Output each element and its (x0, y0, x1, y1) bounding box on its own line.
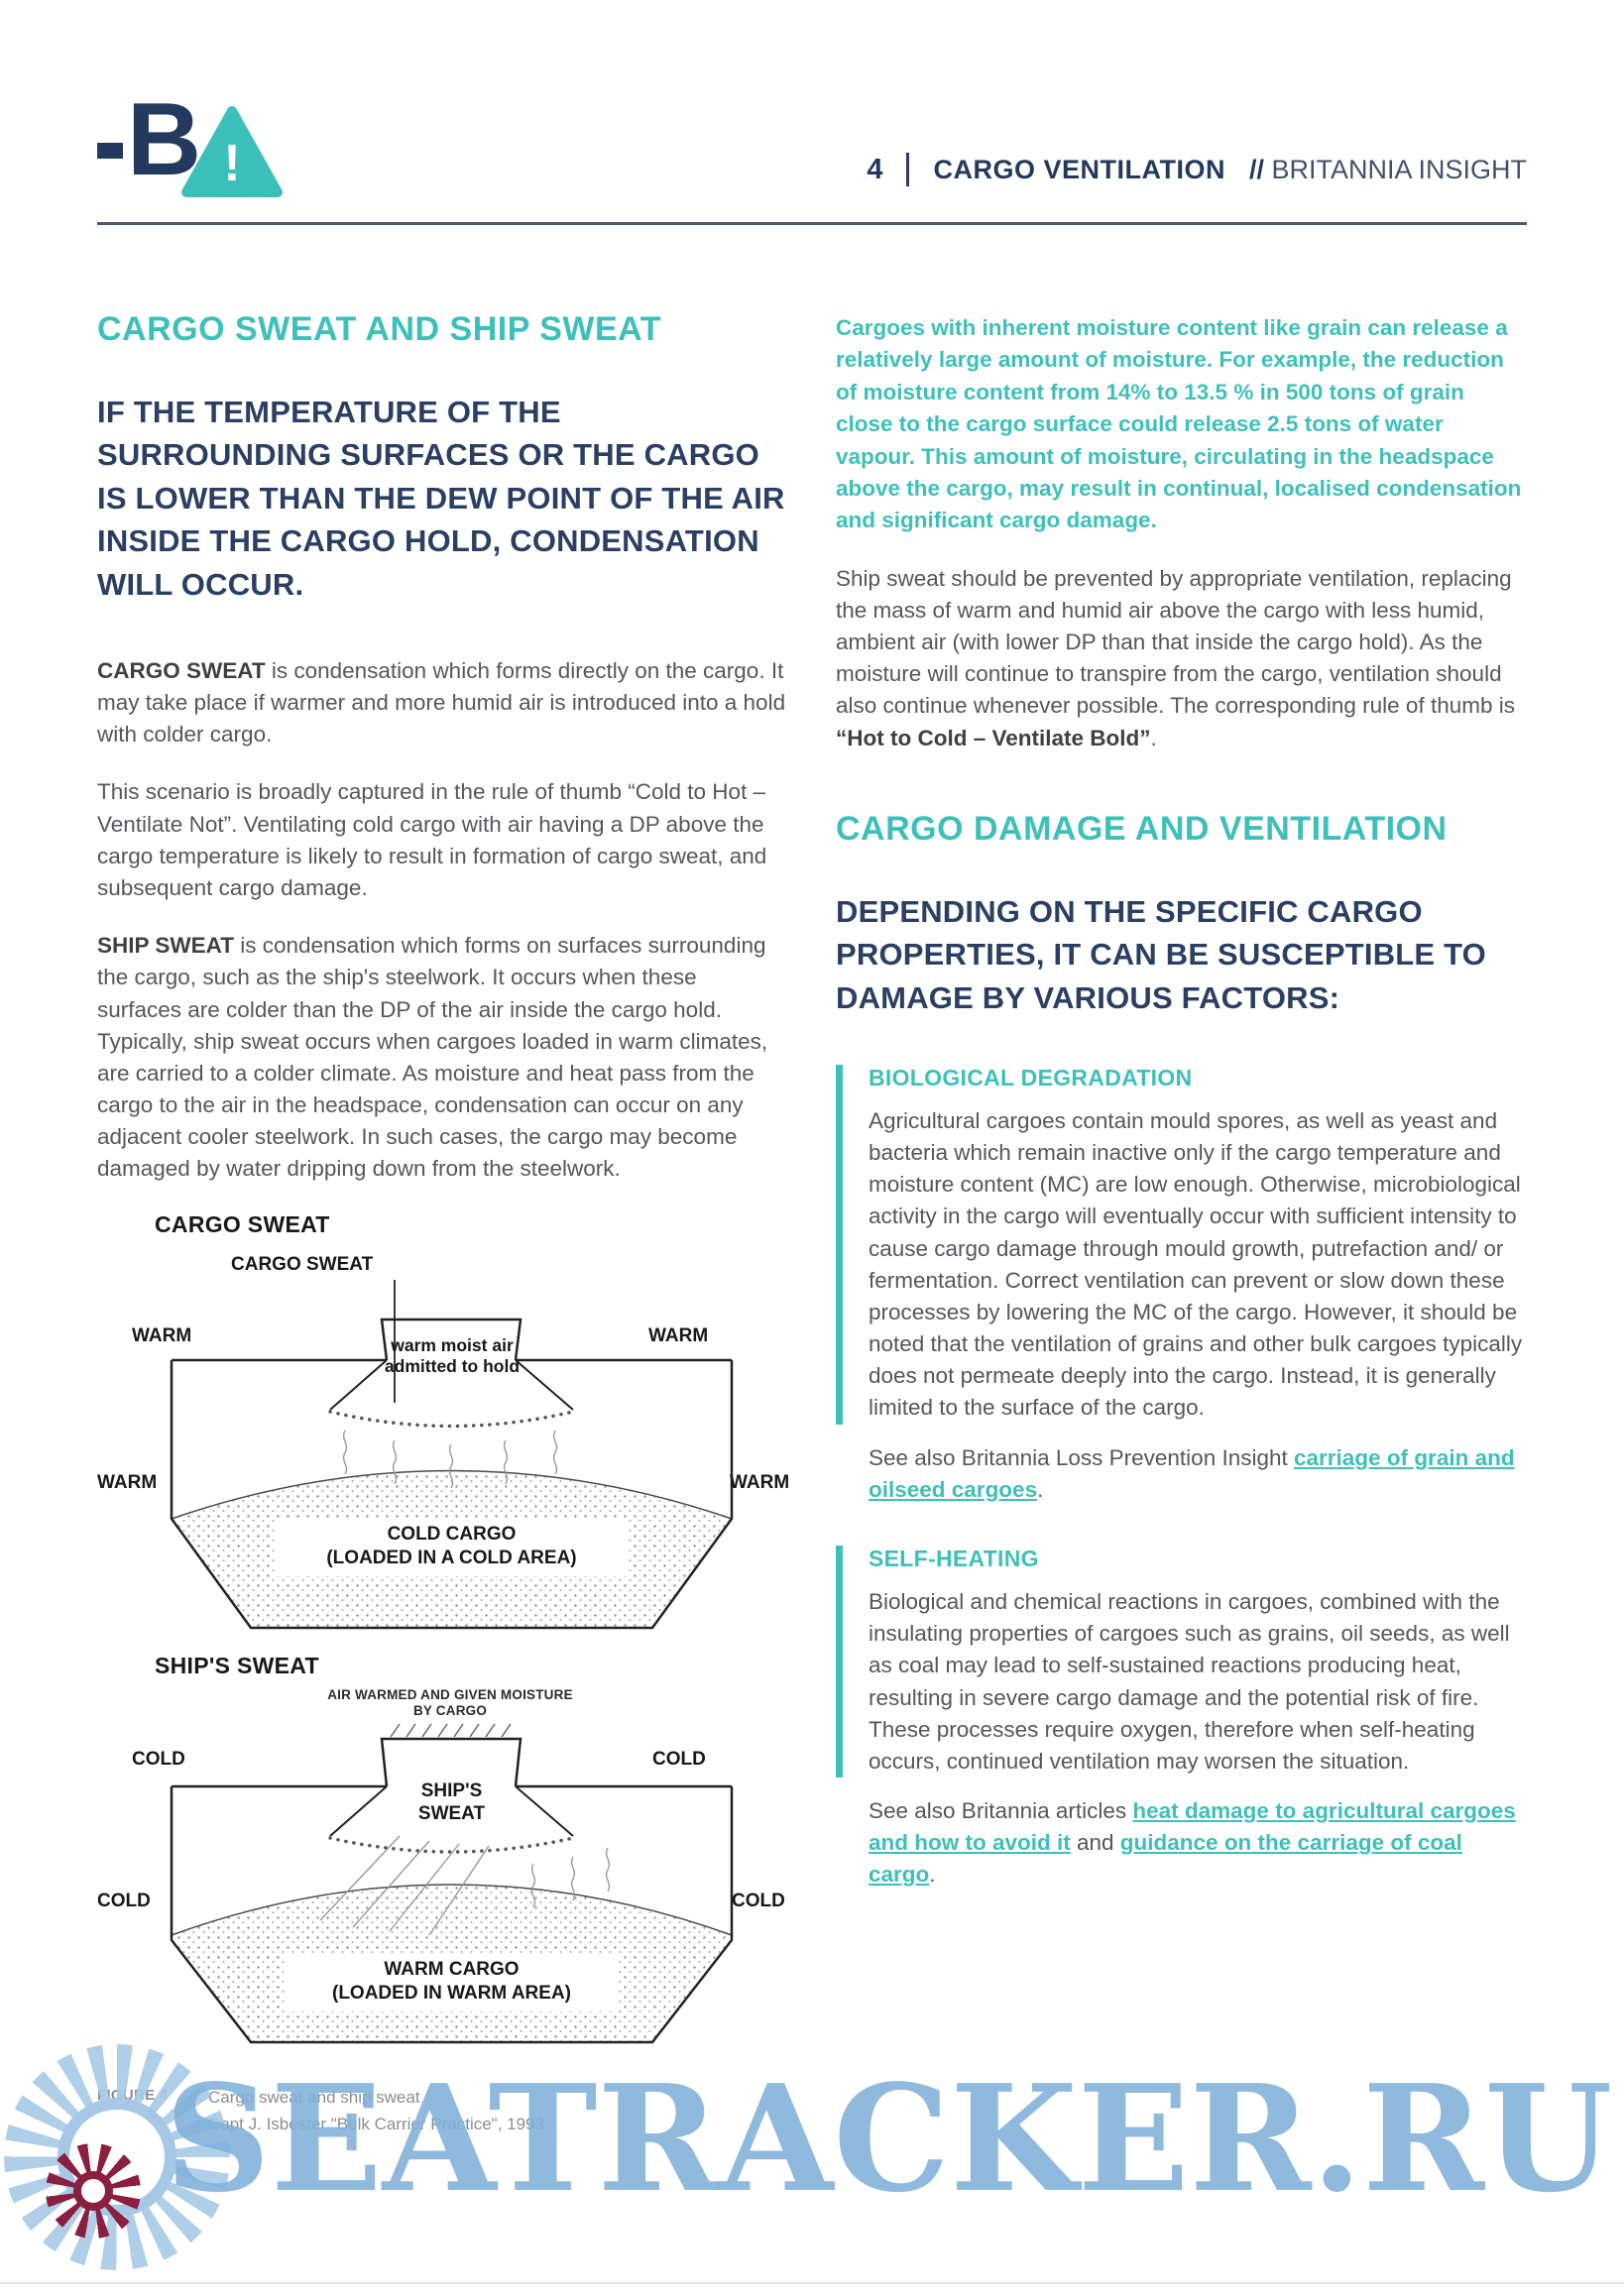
header-rule (97, 222, 1527, 225)
self-heating-section: SELF-HEATING Biological and chemical rea… (836, 1546, 1527, 1779)
heat-streaks-2 (319, 1835, 490, 1935)
left-column: CARGO SWEAT AND SHIP SWEAT IF THE TEMPER… (97, 225, 790, 2137)
ship-sweat-term: SHIP SWEAT (97, 933, 234, 959)
diagram1-canvas: CARGO SWEAT WARM WARM WARM WARM warm moi… (97, 1246, 790, 1643)
self-heating-body: Biological and chemical reactions in car… (869, 1589, 1510, 1774)
prevention-text: Ship sweat should be prevented by approp… (836, 565, 1515, 719)
page-header: B ! 4 CARGO VENTILATION // BRITANNIA INS… (0, 0, 1624, 202)
cold-label-mid-right: COLD (732, 1890, 785, 1911)
starburst-red-icon (46, 2143, 141, 2239)
ship-sweat-paragraph: SHIP SWEAT is condensation which forms o… (97, 930, 786, 1185)
figure-ship-sweat: SHIP'S SWEAT (97, 1653, 786, 2054)
figure-caption: FIGURE 4 Cargo sweat and ship sweat SOUR… (97, 2084, 786, 2137)
moisture-squiggles-1 (342, 1430, 558, 1488)
biological-degradation-body: Agricultural cargoes contain mould spore… (869, 1107, 1523, 1421)
subtitle-text: BRITANNIA INSIGHT (1263, 154, 1527, 184)
warm-label-top-right: WARM (648, 1324, 709, 1346)
hatch-coaming-1 (380, 1318, 522, 1360)
see-also-grain-period: . (1037, 1476, 1044, 1502)
cold-label-mid-left: COLD (97, 1890, 151, 1911)
section-heading-cargo-sweat: CARGO SWEAT AND SHIP SWEAT (97, 310, 661, 348)
warm-label-mid-left: WARM (97, 1471, 158, 1493)
cargo-sweat-pointer-label: CARGO SWEAT (231, 1253, 374, 1275)
cold-label-top-right: COLD (652, 1748, 706, 1770)
section-heading-cargo-damage: CARGO DAMAGE AND VENTILATION (836, 809, 1448, 848)
warm-cargo-line2: (LOADED IN WARM AREA) (332, 1983, 571, 2005)
cold-cargo-line2: (LOADED IN A COLD AREA) (326, 1548, 577, 1569)
caption-source-label: SOURCE (97, 2113, 163, 2130)
see-also-articles-period: . (929, 1862, 936, 1888)
left-subheading: IF THE TEMPERATURE OF THE SURROUNDING SU… (97, 395, 785, 602)
condensation-dots-2 (328, 1835, 575, 1854)
condensation-dots-1 (328, 1409, 575, 1428)
document-title: CARGO VENTILATION (933, 154, 1225, 184)
warm-cargo-label: WARM CARGO (LOADED IN WARM AREA) (286, 1952, 618, 2011)
warm-label-top-left: WARM (132, 1324, 192, 1346)
logo-exclamation: ! (223, 135, 240, 192)
figure-cargo-sweat: CARGO SWEAT (97, 1210, 790, 1643)
caption-figure-label: FIGURE 4 (97, 2086, 169, 2104)
warm-cargo-line1: WARM CARGO (384, 1958, 520, 1980)
hatch-ticks-2 (390, 1723, 512, 1737)
cold-cargo-line1: COLD CARGO (387, 1523, 517, 1545)
hatch-funnel-sides-1 (329, 1358, 574, 1411)
right-subheading: DEPENDING ON THE SPECIFIC CARGO PROPERTI… (836, 893, 1486, 1015)
warm-label-mid-right: WARM (730, 1471, 790, 1493)
diagram2-canvas: AIR WARMED AND GIVEN MOISTURE BY CARGO C… (97, 1687, 786, 2054)
right-column: Cargoes with inherent moisture content l… (836, 225, 1527, 2137)
cargo-sweat-text: is condensation which forms directly on … (97, 657, 786, 747)
see-also-articles: See also Britannia articles heat damage … (869, 1795, 1527, 1892)
diagram1-title: CARGO SWEAT (155, 1210, 330, 1237)
biological-degradation-title: BIOLOGICAL DEGRADATION (869, 1064, 1193, 1091)
hatch-coaming-2 (380, 1737, 522, 1786)
cargo-sweat-term: CARGO SWEAT (97, 657, 266, 683)
warm-moist-air-label: warm moist air admitted to hold (384, 1334, 521, 1377)
warning-triangle-icon: ! (181, 106, 283, 197)
hull-outline-1 (170, 1359, 734, 1629)
air-warmed-label: AIR WARMED AND GIVEN MOISTURE BY CARGO (327, 1686, 573, 1718)
content-columns: CARGO SWEAT AND SHIP SWEAT IF THE TEMPER… (0, 225, 1624, 2137)
bottom-rule (0, 2282, 1624, 2284)
britannia-logo: B ! (97, 83, 286, 202)
ship-hold-drawing-1 (170, 1279, 734, 1629)
ship-sweat-text: is condensation which forms on surfaces … (97, 933, 768, 1182)
grain-oilseed-link[interactable]: carriage of grain and oilseed cargoes (869, 1444, 1515, 1502)
see-also-articles-prefix: See also Britannia articles (869, 1798, 1133, 1824)
header-divider (906, 153, 910, 186)
see-also-articles-and: and (1070, 1830, 1120, 1856)
prevention-period: . (1150, 725, 1157, 750)
caption-source-text: Capt J. Isbester "Bulk Carrier Practice"… (208, 2114, 544, 2133)
header-title-group: 4 CARGO VENTILATION // BRITANNIA INSIGHT (867, 153, 1527, 202)
cargo-sweat-paragraph: CARGO SWEAT is condensation which forms … (97, 655, 786, 751)
caption-figure-text: Cargo sweat and ship sweat (208, 2087, 420, 2107)
self-heating-title: SELF-HEATING (869, 1546, 1039, 1571)
logo-dash-icon (97, 143, 123, 159)
biological-degradation-section: BIOLOGICAL DEGRADATION Agricultural carg… (836, 1064, 1527, 1425)
cold-cargo-label: COLD CARGO (LOADED IN A COLD AREA) (276, 1517, 628, 1576)
moisture-squiggles-2 (530, 1847, 611, 1907)
page-number: 4 (867, 153, 883, 185)
document-subtitle: // BRITANNIA INSIGHT (1249, 155, 1527, 185)
caption-source-row: SOURCE Capt J. Isbester "Bulk Carrier Pr… (97, 2111, 786, 2137)
moisture-intro-paragraph: Cargoes with inherent moisture content l… (836, 315, 1522, 533)
ship-sweat-prevention-paragraph: Ship sweat should be prevented by approp… (836, 563, 1527, 754)
ships-sweat-inner-label: SHIP'S SWEAT (417, 1779, 486, 1825)
subtitle-slashes: // (1248, 154, 1264, 184)
rule-of-thumb-paragraph: This scenario is broadly captured in the… (97, 779, 767, 900)
see-also-grain: See also Britannia Loss Prevention Insig… (869, 1442, 1527, 1506)
hatch-funnel-sides-2 (329, 1784, 574, 1837)
heat-damage-link[interactable]: heat damage to agricultural cargoes and … (869, 1798, 1516, 1856)
see-also-grain-prefix: See also Britannia Loss Prevention Insig… (869, 1444, 1295, 1470)
hull-outline-2 (170, 1785, 734, 2043)
diagram2-title: SHIP'S SWEAT (155, 1652, 319, 1678)
hot-to-cold-rule: “Hot to Cold – Ventilate Bold” (836, 725, 1151, 750)
starburst-red-core-icon (73, 2171, 113, 2211)
coal-cargo-link[interactable]: guidance on the carriage of coal cargo (869, 1830, 1462, 1888)
cold-label-top-left: COLD (132, 1748, 185, 1770)
caption-figure-row: FIGURE 4 Cargo sweat and ship sweat (97, 2084, 786, 2111)
